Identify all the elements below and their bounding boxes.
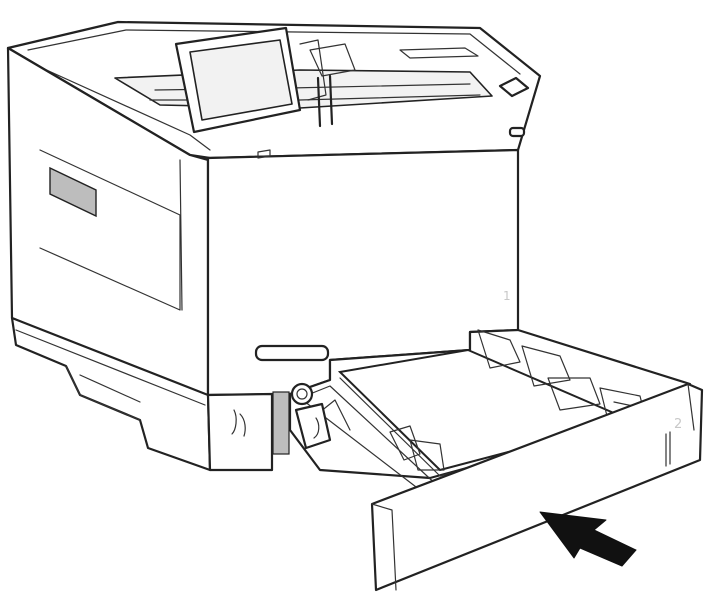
power-button — [498, 76, 530, 98]
usb-port-icon — [508, 126, 526, 138]
push-arrow-icon — [539, 511, 637, 567]
tray-1-label: 1 — [503, 289, 511, 303]
printer-base — [10, 316, 290, 472]
tray-2-front — [370, 382, 704, 592]
control-panel — [174, 26, 356, 134]
tray-2-interior — [288, 328, 692, 491]
tray-2-label: 2 — [674, 417, 682, 432]
paper-guide-dial-icon — [290, 382, 332, 450]
